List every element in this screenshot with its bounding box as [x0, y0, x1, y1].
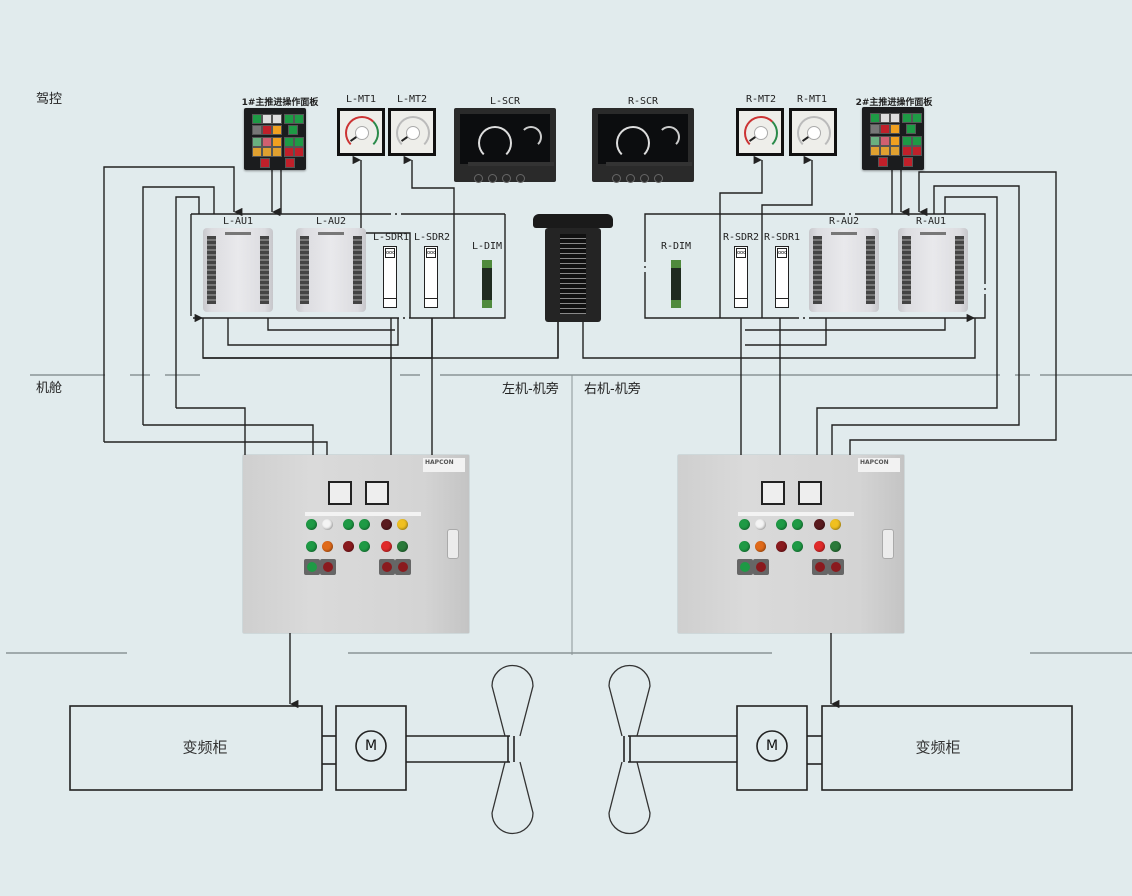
propellers [491, 664, 651, 835]
vfd-box-left [69, 705, 323, 791]
zone-dividers [6, 374, 1132, 655]
left-sdr2-label: L-SDR2 [413, 232, 451, 243]
right-motor-label: M [765, 738, 779, 754]
right-screen[interactable] [592, 108, 694, 183]
left-vfd-label: 变频柜 [182, 738, 228, 757]
left-dim [482, 260, 492, 308]
right-dim-label: R-DIM [660, 241, 692, 252]
right-local-control-cabinet: HAPCON [678, 455, 904, 633]
left-sdr1-label: L-SDR1 [372, 232, 410, 243]
right-meter2 [736, 108, 784, 156]
right-au2 [809, 228, 879, 312]
left-meter1 [337, 108, 385, 156]
left-meter2 [388, 108, 436, 156]
left-dim-label: L-DIM [471, 241, 503, 252]
left-au2-label: L-AU2 [315, 216, 347, 227]
zone-label-engine-room: 机舱 [36, 381, 63, 396]
right-meter1 [789, 108, 837, 156]
vfd-box-right [821, 705, 1073, 791]
zone-label-right-local: 右机-机旁 [584, 382, 641, 397]
drive-train [69, 705, 1073, 791]
zone-label-left-local: 左机-机旁 [502, 382, 559, 397]
left-screen-label: L-SCR [489, 96, 521, 107]
right-vfd-label: 变频柜 [915, 738, 961, 757]
left-au1 [203, 228, 273, 312]
zone-label-bridge: 驾控 [36, 92, 63, 107]
left-local-control-cabinet: HAPCON [243, 455, 469, 633]
left-sdr2: ooo [424, 246, 438, 308]
right-au2-label: R-AU2 [828, 216, 860, 227]
left-motor-label: M [364, 738, 378, 754]
right-sdr1: ooo [775, 246, 789, 308]
left-panel-title: 1#主推进操作面板 [241, 98, 319, 108]
motor-circle-left [355, 730, 387, 762]
right-dim [671, 260, 681, 308]
right-sdr1-label: R-SDR1 [763, 232, 801, 243]
right-panel-title: 2#主推进操作面板 [855, 98, 933, 108]
left-operation-panel[interactable] [244, 108, 306, 170]
left-screen[interactable] [454, 108, 556, 183]
right-meter1-label: R-MT1 [796, 94, 828, 105]
right-au1-label: R-AU1 [915, 216, 947, 227]
dual-throttle-lever[interactable] [533, 214, 613, 324]
right-screen-label: R-SCR [627, 96, 659, 107]
right-sdr2: ooo [734, 246, 748, 308]
left-sdr1: ooo [383, 246, 397, 308]
motor-box-left [335, 705, 407, 791]
left-meter2-label: L-MT2 [396, 94, 428, 105]
right-cabinet-brand: HAPCON [858, 458, 900, 472]
left-meter1-label: L-MT1 [345, 94, 377, 105]
left-au2 [296, 228, 366, 312]
right-au1 [898, 228, 968, 312]
signal-wires [103, 155, 1057, 709]
right-sdr2-label: R-SDR2 [722, 232, 760, 243]
right-operation-panel[interactable] [862, 107, 924, 170]
left-cabinet-brand: HAPCON [423, 458, 465, 472]
left-au1-label: L-AU1 [222, 216, 254, 227]
right-meter2-label: R-MT2 [745, 94, 777, 105]
motor-circle-right [756, 730, 788, 762]
motor-box-right [736, 705, 808, 791]
